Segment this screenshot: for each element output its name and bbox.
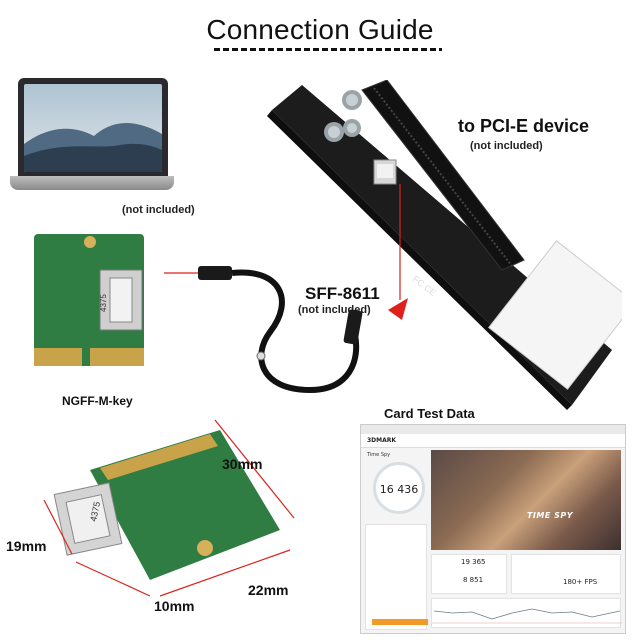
chip-marking-bottom: 4375 <box>88 501 102 523</box>
pcie-device-label: to PCI-E device <box>458 116 590 136</box>
sff-label: SFF-8611 <box>305 284 380 303</box>
laptop-illustration <box>18 78 168 178</box>
dim-width-top: 30mm <box>222 456 263 472</box>
dim-bottom: 22mm <box>248 582 289 598</box>
score-ring: 16 436 <box>373 462 425 514</box>
score-box <box>431 554 507 594</box>
laptop-display <box>24 84 162 172</box>
title-underline <box>214 48 442 51</box>
left-details-column <box>365 524 428 630</box>
details-button <box>372 619 428 625</box>
fps-box <box>511 554 621 594</box>
chip-marking-top: 4375 <box>99 294 108 312</box>
laptop-base <box>10 176 174 190</box>
ngff-card-front: 4375 <box>34 234 144 366</box>
benchmark-screenshot: 3DMARK Time Spy 16 436 TIME SPY 19 365 8… <box>360 424 626 634</box>
screenshot-body: Time Spy 16 436 TIME SPY 19 365 8 851 18… <box>361 448 625 633</box>
benchmark-hero-image: TIME SPY <box>431 450 621 550</box>
ngff-card-dimensioned: 4375 <box>43 419 295 597</box>
dim-height-left: 19mm <box>6 538 47 554</box>
pcie-note: (not included) <box>470 140 543 152</box>
screenshot-header: 3DMARK <box>361 434 625 448</box>
sff-cable <box>164 266 363 394</box>
pcie-adapter-board: FC CE <box>267 80 622 410</box>
dim-connector: 10mm <box>154 598 195 614</box>
performance-graph <box>431 598 622 628</box>
cpu-score: 8 851 <box>463 576 484 584</box>
screenshot-titlebar <box>361 425 625 434</box>
ngff-label: NGFF-M-key <box>62 394 133 408</box>
benchmark-logo: 3DMARK <box>367 437 397 444</box>
laptop-note: (not included) <box>122 204 195 216</box>
hero-label: TIME SPY <box>526 511 573 520</box>
page-title: Connection Guide <box>206 14 434 45</box>
benchmark-name: Time Spy <box>367 452 391 458</box>
connection-pointer <box>388 184 408 320</box>
fps-value: 180+ FPS <box>563 578 598 586</box>
overall-score: 16 436 <box>379 483 419 496</box>
card-test-label: Card Test Data <box>384 406 475 421</box>
graphics-score: 19 365 <box>461 558 486 566</box>
